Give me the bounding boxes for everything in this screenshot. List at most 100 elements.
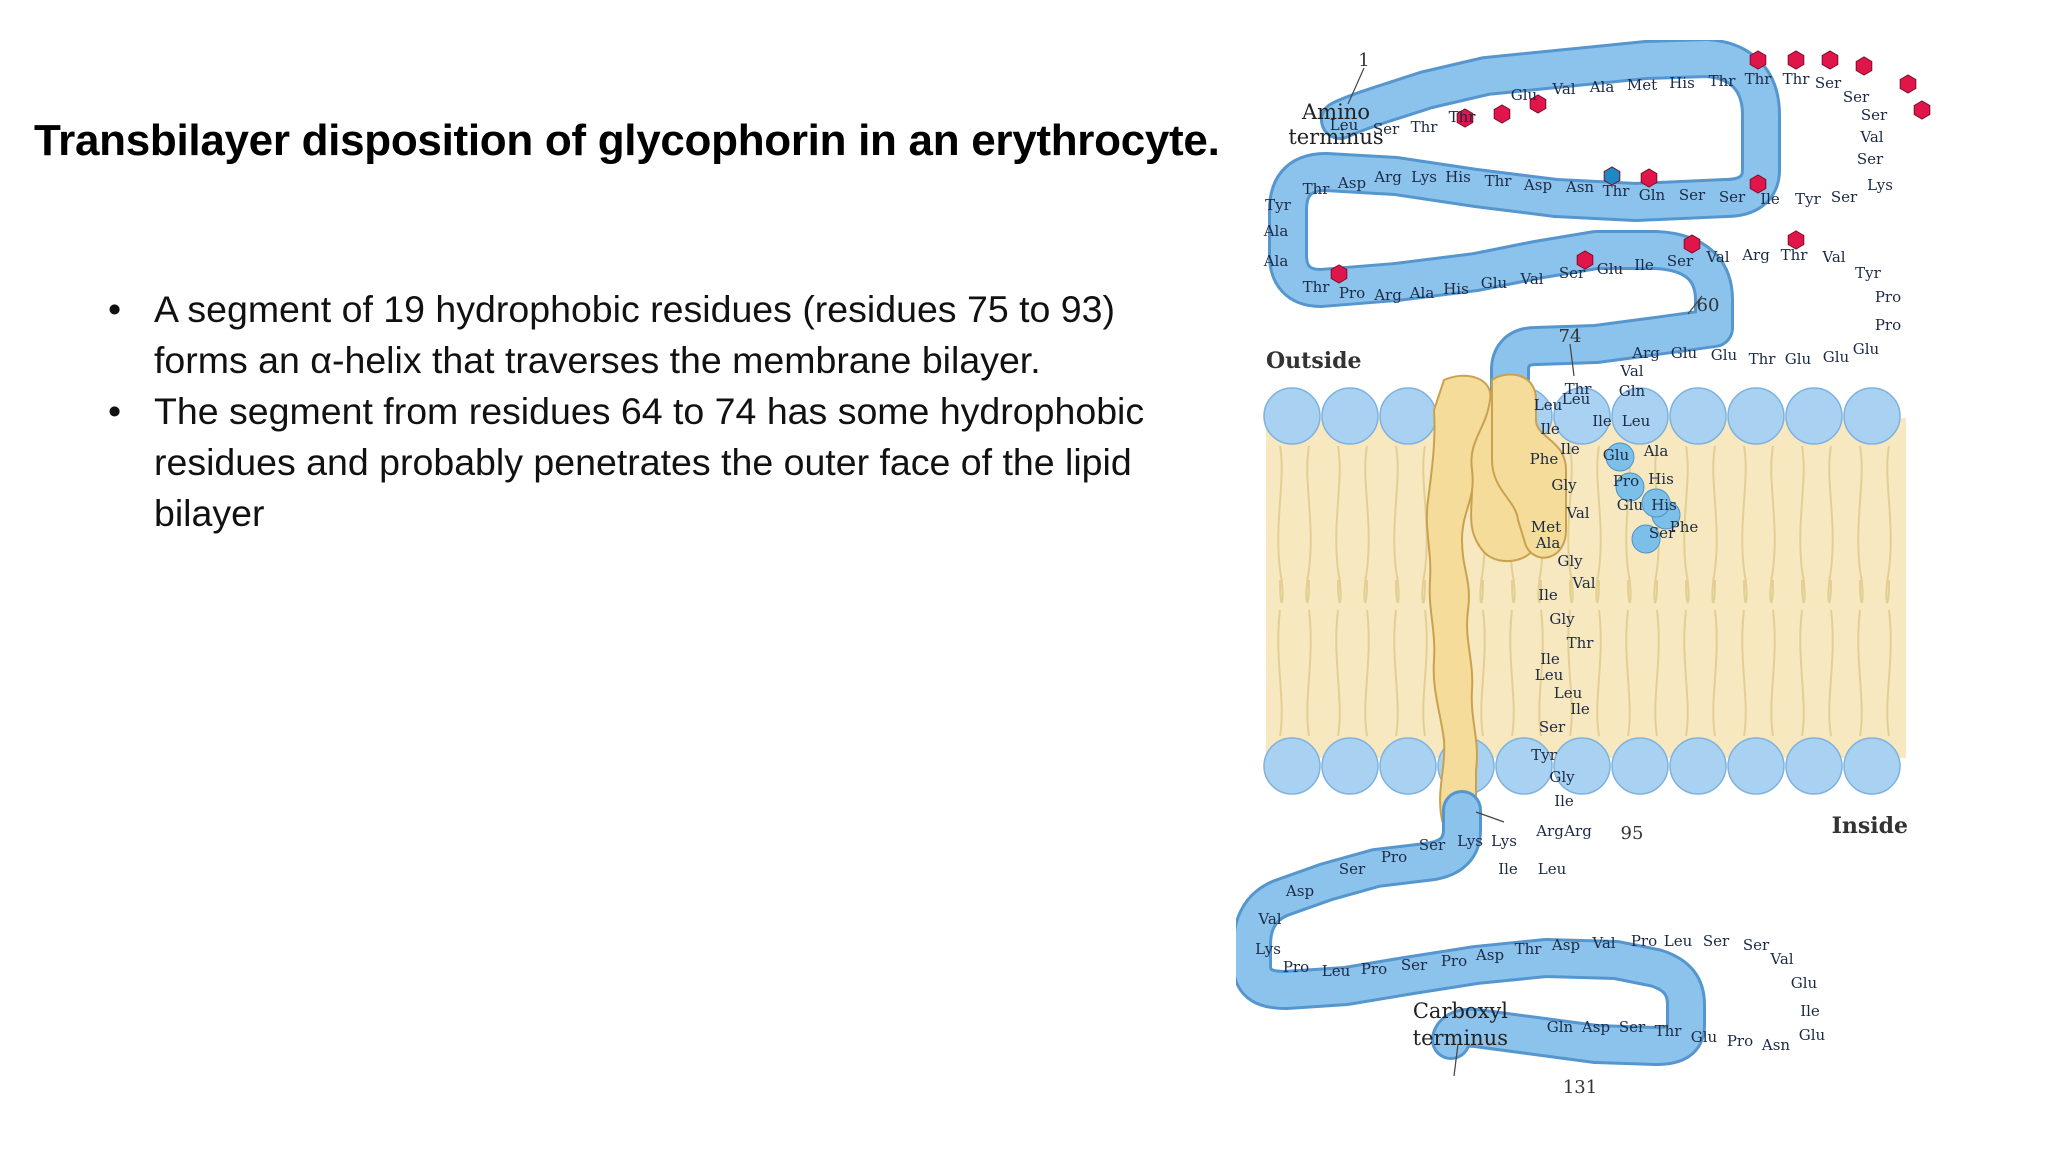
residue-label: Ala xyxy=(1535,534,1561,552)
lipid-tail xyxy=(1857,609,1863,737)
residue-label: Ile xyxy=(1498,860,1518,878)
leader-line xyxy=(1347,67,1365,105)
bullet-list: • A segment of 19 hydrophobic residues (… xyxy=(100,284,1190,539)
lipid-head xyxy=(1263,737,1321,795)
lipid-tail xyxy=(1712,609,1718,737)
bullet-item: • The segment from residues 64 to 74 has… xyxy=(100,386,1190,539)
lipid-head xyxy=(1379,737,1437,795)
lipid-tails xyxy=(1277,445,1892,737)
residue-label: Gln xyxy=(1547,1018,1574,1036)
residue-label: Thr xyxy=(1565,380,1593,398)
residue-label: Val xyxy=(1619,362,1643,380)
lipid-head xyxy=(1669,387,1727,445)
lipid-tail xyxy=(1885,445,1892,604)
oligosaccharide-marker xyxy=(1899,74,1917,94)
residue-label: Leu xyxy=(1664,932,1693,950)
amino-terminus-label: terminus xyxy=(1288,125,1383,149)
residue-label: Glu xyxy=(1603,446,1630,464)
residue-label: His xyxy=(1445,168,1471,186)
residue-label: Thr xyxy=(1745,70,1773,88)
polar-residue-marker xyxy=(1615,472,1645,502)
bullet-marker: • xyxy=(108,390,122,432)
oligosaccharide-marker xyxy=(1913,100,1931,120)
residue-label: Ser xyxy=(1339,860,1366,878)
residue-label: Pro xyxy=(1613,472,1639,490)
residue-label: Pro xyxy=(1381,848,1407,866)
bullet-item: • A segment of 19 hydrophobic residues (… xyxy=(100,284,1190,386)
residue-label: Ile xyxy=(1540,420,1560,438)
residue-label: Pro xyxy=(1441,952,1467,970)
residue-label: Val xyxy=(1571,574,1595,592)
residue-label: Val xyxy=(1565,504,1589,522)
residue-label: Glu xyxy=(1597,260,1624,278)
residue-label: Ile xyxy=(1592,412,1612,430)
residue-label: Ser xyxy=(1419,836,1446,854)
bullet-text: The segment from residues 64 to 74 has s… xyxy=(154,390,1145,534)
lipid-tail xyxy=(1364,609,1370,737)
residue-label: Leu xyxy=(1538,860,1567,878)
residue-label: Gln xyxy=(1619,382,1646,400)
amino-terminus-label: Amino xyxy=(1301,100,1370,124)
lipid-tail xyxy=(1711,445,1718,604)
residue-label: Ser xyxy=(1861,106,1888,124)
lipid-tail xyxy=(1305,445,1312,604)
residue-label: Phe xyxy=(1530,450,1559,468)
residue-label: Ile xyxy=(1540,650,1560,668)
lipid-head xyxy=(1727,737,1785,795)
residue-label: Ser xyxy=(1857,150,1884,168)
residue-label: Gly xyxy=(1551,476,1577,494)
lipid-head xyxy=(1843,737,1901,795)
lipid-head xyxy=(1611,387,1669,445)
residue-label: Ser xyxy=(1619,1018,1646,1036)
residue-label: Ser xyxy=(1679,186,1706,204)
residue-label: Phe xyxy=(1670,518,1699,536)
residue-label: Gly xyxy=(1557,552,1583,570)
residue-label: Ile xyxy=(1538,586,1558,604)
oligosaccharide-marker xyxy=(1529,94,1547,114)
residue-label: Ser xyxy=(1743,936,1770,954)
residue-label: Asp xyxy=(1475,946,1504,964)
residue-label: Thr xyxy=(1567,634,1595,652)
leader-line xyxy=(1475,811,1505,823)
oligosaccharide-marker xyxy=(1787,230,1805,250)
n-linked-sugar-marker xyxy=(1603,166,1621,186)
lipid-tail xyxy=(1741,445,1748,604)
residue-label: Ser xyxy=(1719,188,1746,206)
oligosaccharide-marker xyxy=(1576,250,1594,270)
lipid-head xyxy=(1727,387,1785,445)
lipid-tail xyxy=(1654,609,1660,737)
residue-label: Ser xyxy=(1815,74,1842,92)
residue-label: Ser xyxy=(1831,188,1858,206)
residue-label: Val xyxy=(1859,128,1883,146)
lipid-head xyxy=(1321,387,1379,445)
carboxyl-terminus-label: terminus xyxy=(1413,1026,1508,1050)
polar-residue-marker xyxy=(1641,488,1671,518)
residue-label: Pro xyxy=(1361,960,1387,978)
residue-label: Asp xyxy=(1581,1018,1610,1036)
hairpin-returning-segment xyxy=(1491,373,1567,559)
lipid-tail xyxy=(1567,609,1573,737)
residue-label: Lys xyxy=(1457,832,1483,850)
residue-label: Thr xyxy=(1655,1022,1683,1040)
residue-label: Met xyxy=(1627,76,1657,94)
residue-label: Gln xyxy=(1639,186,1666,204)
residue-label: Glu xyxy=(1799,1026,1826,1044)
residue-label: Val xyxy=(1551,80,1575,98)
residue-label: Ala xyxy=(1589,78,1615,96)
lipid-tail xyxy=(1886,609,1892,737)
residue-label: Tyr xyxy=(1855,264,1881,282)
residue-number: 1 xyxy=(1358,50,1369,71)
residue-label: Met xyxy=(1531,518,1561,536)
lipid-head xyxy=(1495,737,1553,795)
residue-label: Asp xyxy=(1523,176,1552,194)
residue-label: Leu xyxy=(1554,684,1583,702)
lipid-tail xyxy=(1857,445,1864,604)
residue-label: Pro xyxy=(1283,958,1309,976)
residue-label: Thr xyxy=(1411,118,1439,136)
residue-label: Arg xyxy=(1741,246,1770,264)
residue-label: Val xyxy=(1821,248,1845,266)
polar-residue-marker xyxy=(1631,524,1661,554)
residue-label: Lys xyxy=(1411,168,1437,186)
